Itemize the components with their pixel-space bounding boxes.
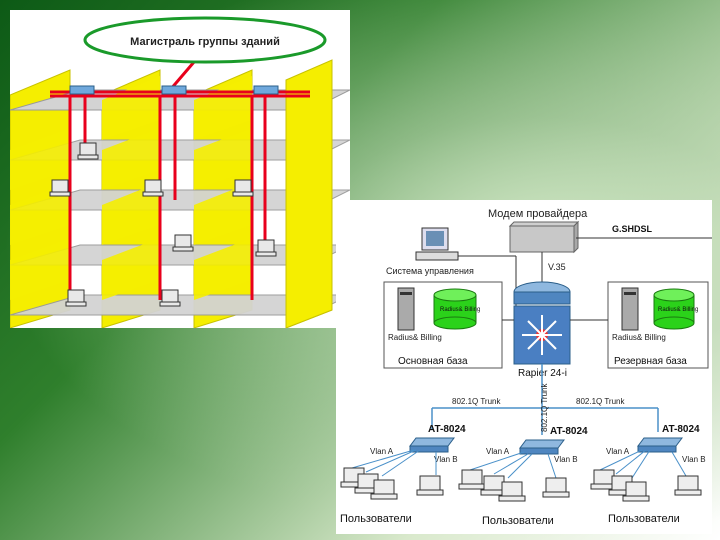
radius-label-primary: Radius& Billing	[388, 333, 442, 342]
trunk-label-right: 802.1Q Trunk	[576, 397, 625, 406]
switch-right-label: AT-8024	[662, 424, 700, 435]
user-computer-icon	[340, 467, 702, 502]
modem-label: Модем провайдера	[488, 208, 588, 220]
users-label-center: Пользователи	[482, 515, 554, 527]
gshdsl-label: G.SHDSL	[612, 224, 653, 234]
radius-label-backup: Radius& Billing	[612, 333, 666, 342]
modem-icon	[508, 220, 580, 254]
computer-icon	[49, 142, 277, 307]
users-label-right: Пользователи	[608, 513, 680, 525]
db-label-primary: Radius& Billing	[440, 307, 480, 313]
user-links	[351, 449, 687, 479]
vlan-a-right: Vlan A	[606, 447, 630, 456]
management-workstation-icon	[415, 227, 459, 261]
users-label-left: Пользователи	[340, 513, 412, 525]
trunk-label-center: 802.1Q Trunk	[540, 383, 549, 432]
database-icon	[433, 288, 477, 330]
switch-icon	[69, 85, 279, 95]
v35-label: V.35	[548, 262, 566, 272]
access-switch-icon	[637, 437, 683, 453]
access-switch-icon	[409, 437, 455, 453]
primary-base-box	[383, 281, 503, 369]
db-label-backup: Radius& Billing	[658, 307, 698, 313]
trunk-links	[431, 364, 659, 435]
server-icon	[397, 287, 415, 331]
access-switch-icon	[519, 439, 565, 455]
building-svg: Магистраль группы зданий	[10, 16, 350, 328]
switch-left-label: AT-8024	[428, 424, 466, 435]
vlan-a-center: Vlan A	[486, 447, 510, 456]
backup-base-box	[607, 281, 709, 369]
vlan-a-left: Vlan A	[370, 447, 394, 456]
primary-base-label: Основная база	[398, 355, 468, 367]
callout-text: Магистраль группы зданий	[130, 36, 280, 48]
network-svg: Модем провайдера G.SHDSL V.35 Система уп…	[340, 208, 712, 527]
server-icon	[621, 287, 639, 331]
database-icon	[653, 288, 695, 330]
backbone-callout: Магистраль группы зданий	[83, 16, 327, 64]
trunk-label-left: 802.1Q Trunk	[452, 397, 501, 406]
switch-center-label: AT-8024	[550, 426, 588, 437]
vlan-b-center: Vlan B	[554, 455, 578, 464]
mgmt-label: Система управления	[386, 266, 474, 276]
vlan-b-left: Vlan B	[434, 455, 458, 464]
vlan-b-right: Vlan B	[682, 455, 706, 464]
network-topology-diagram: Модем провайдера G.SHDSL V.35 Система уп…	[336, 200, 712, 534]
backup-base-label: Резервная база	[614, 355, 687, 367]
core-router-icon	[513, 281, 571, 365]
building-backbone-diagram: Магистраль группы зданий	[10, 10, 350, 328]
